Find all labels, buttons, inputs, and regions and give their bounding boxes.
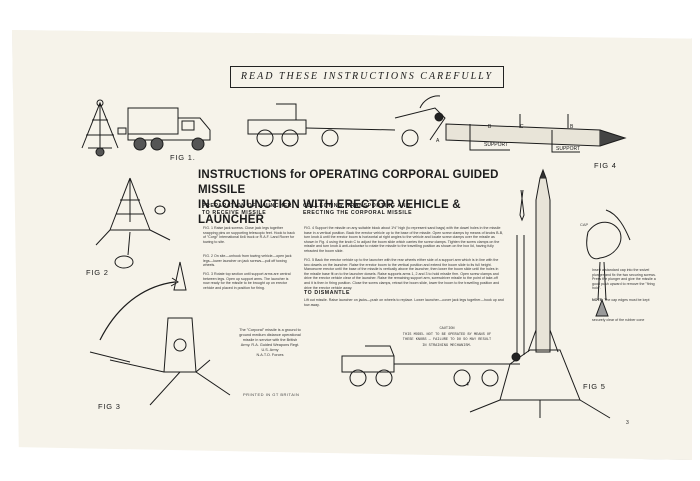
support-label-2: SUPPORT — [556, 146, 581, 152]
caution-line-3: IN STRAINING MECHANISM. — [422, 343, 472, 348]
knob-b1-label: B — [488, 124, 492, 130]
section-collect-heading: COLLECTING, TRANSPORTING AND ERECTING TH… — [303, 203, 463, 217]
caution-line-1: THIS MODEL NOT TO BE OPERATED BY MEANS O… — [402, 332, 492, 337]
arm-number-4: 4 — [466, 382, 469, 388]
fig2-label: FIG 2 — [86, 268, 109, 277]
section-prep-heading: PREPARATION OF LAUNCHER TO RECEIVE MISSI… — [202, 203, 302, 217]
corporal-note-line-3: missile in service with the British — [242, 338, 298, 342]
corporal-note-line-4: Army. R.A. Guided Weapons Regt. — [240, 343, 300, 347]
title-line-2: IN CONJUNCTION WITH ERECTOR VEHICLE & LA… — [198, 199, 461, 226]
note-text: The cap edges must be kept — [604, 298, 650, 302]
instruction-sheet — [12, 30, 692, 460]
insert-cap-note: Insert a standard cap into the swivel pl… — [592, 268, 656, 291]
printed-in-text: PRINTED IN GT BRITAIN — [243, 392, 300, 397]
fig1-label: FIG 1. — [170, 153, 196, 162]
page-title: INSTRUCTIONS for OPERATING CORPORAL GUID… — [198, 168, 528, 228]
support-label-1: SUPPORT — [484, 142, 509, 148]
caution-box: CAUTION THIS MODEL NOT TO BE OPERATED BY… — [392, 327, 502, 349]
fig5-label: FIG 5 — [583, 382, 606, 391]
caution-line-2: THESE KNOBS — FAILURE TO DO SO MAY RESUL… — [402, 338, 492, 342]
caution-heading: CAUTION — [439, 327, 455, 331]
banner: READ THESE INSTRUCTIONS CAREFULLY — [230, 66, 504, 88]
fig4-label: FIG 4 — [594, 161, 617, 170]
section-collect-line-1: COLLECTING, TRANSPORTING AND — [303, 203, 411, 209]
prep-fig1-text: FIG. 1 Raise jack screws. Close jack leg… — [203, 226, 295, 244]
corporal-note-line-6: N.A.T.O. Forces — [256, 353, 284, 357]
fig2-launcher — [95, 177, 171, 269]
fig4-erector-vehicle — [247, 95, 627, 153]
note-label: NOTE: — [592, 298, 604, 302]
fig1-launcher-truck — [81, 99, 211, 157]
section-prep-line-1: PREPARATION OF LAUNCHER — [202, 203, 292, 209]
section-prep-line-2: TO RECEIVE MISSILE — [202, 210, 267, 216]
collect-fig4-text: FIG. 4 Support the missile on any suitab… — [304, 226, 504, 253]
corporal-note-line-5: U.S. Army — [261, 348, 279, 352]
knob-c-label: C — [520, 124, 524, 130]
collect-fig5-text: FIG. 5 Back the erector vehicle up to th… — [304, 258, 500, 290]
arm-number-3: 3 — [626, 420, 629, 426]
knob-b2-label: B — [570, 124, 574, 130]
prep-fig3-text: FIG. 3 Rotate top section until support … — [203, 272, 291, 290]
corporal-note-line-1: The "Corporal" missile is a ground to — [239, 328, 301, 332]
dismantle-text: Lift out missile. Raise launcher on jack… — [304, 298, 504, 307]
title-line-1: INSTRUCTIONS for OPERATING CORPORAL GUID… — [198, 169, 499, 196]
corporal-note: The "Corporal" missile is a ground to gr… — [232, 328, 308, 358]
cap-insert-illustration — [586, 209, 631, 317]
cap-edge-note: securely clear of the rubber cone — [592, 318, 645, 322]
prep-fig2-text: FIG. 2 On site—unhook from towing vehicl… — [203, 254, 292, 268]
section-dismantle-heading: TO DISMANTLE — [304, 290, 351, 296]
knob-a-label: A — [436, 138, 440, 144]
fig3-label: FIG 3 — [98, 402, 121, 411]
cap-label: CAP — [580, 222, 589, 227]
section-collect-line-2: ERECTING THE CORPORAL MISSILE — [303, 210, 413, 216]
note-block: NOTE: The cap edges must be kept — [592, 298, 658, 303]
fig3-launcher-with-missile — [89, 261, 231, 406]
corporal-note-line-2: ground medium distance operational — [239, 333, 301, 337]
fig5-erector-launch — [341, 168, 611, 419]
